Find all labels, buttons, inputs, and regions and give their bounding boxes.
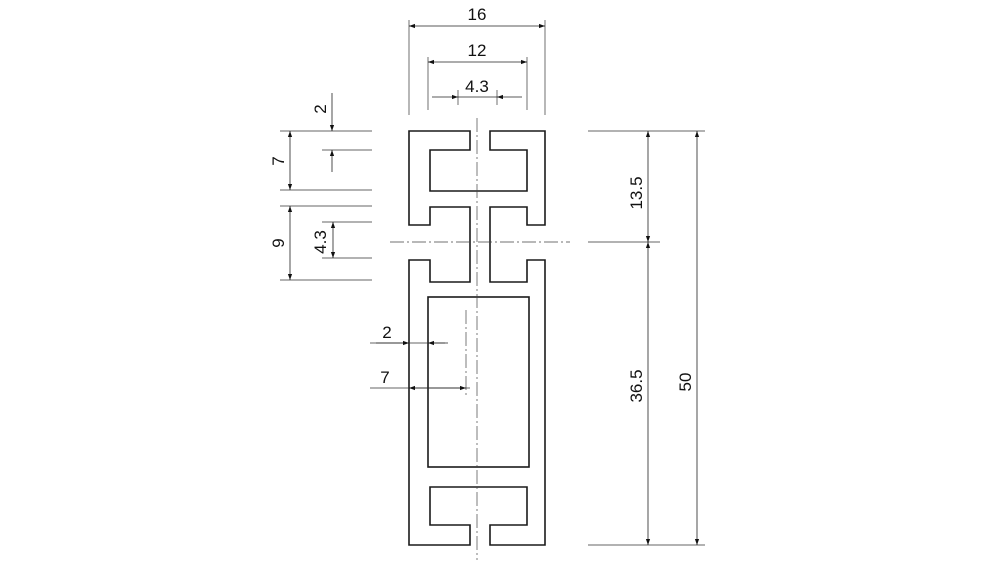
dim-label-top-slot-depth: 7: [269, 156, 288, 165]
dim-label-middle-slot-height: 9: [269, 238, 288, 247]
dimension-lines: [287, 23, 700, 545]
dim-label-middle-slot-opening: 4.3: [311, 230, 330, 254]
dimension-labels: 16 12 4.3 2 7 9 4.3 13.5 36.5 50 2 7: [269, 5, 695, 403]
dim-label-inner-width: 12: [468, 41, 487, 60]
dim-label-lip-thickness: 2: [311, 104, 330, 113]
dim-label-half-width: 7: [380, 368, 389, 387]
center-lines: [390, 118, 570, 560]
dim-label-upper-section: 13.5: [627, 176, 646, 209]
dim-label-overall-height: 50: [676, 373, 695, 392]
dim-label-overall-width: 16: [468, 5, 487, 24]
central-cavity: [427, 296, 530, 468]
dim-label-slot-width-top: 4.3: [465, 77, 489, 96]
dim-label-wall-thickness: 2: [382, 323, 391, 342]
outer-contour: [408, 130, 546, 546]
profile-outline: [408, 130, 546, 546]
dim-label-lower-section: 36.5: [627, 369, 646, 402]
